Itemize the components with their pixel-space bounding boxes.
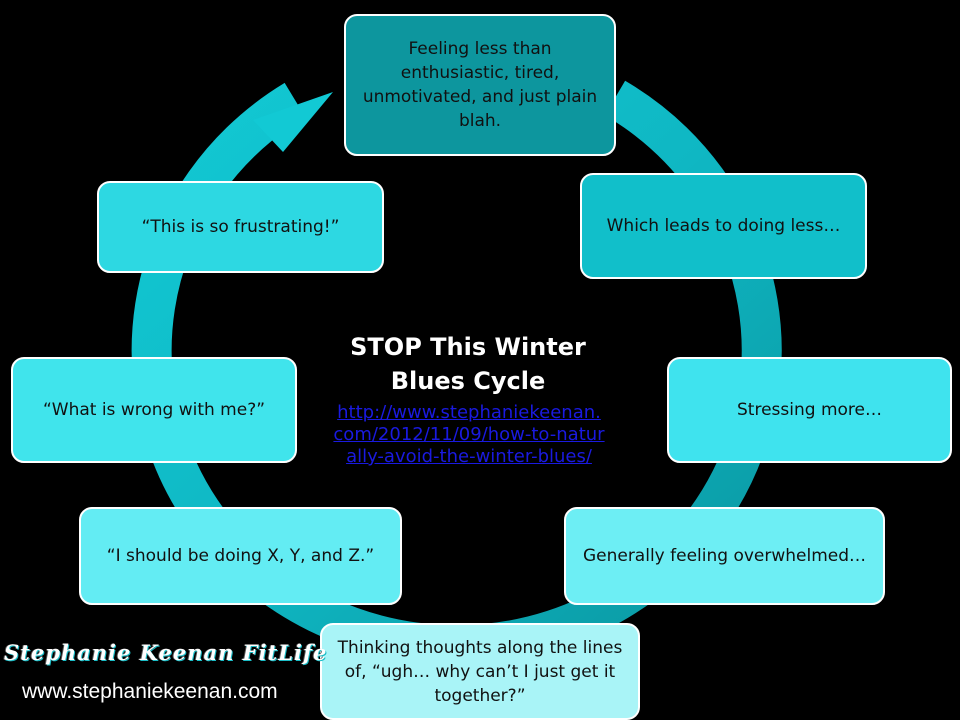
cycle-step-1: Feeling less than enthusiastic, tired, u… [344,14,616,156]
brand-url: www.stephaniekeenan.com [22,680,278,703]
article-link[interactable]: http://www.stephaniekeenan.com/2012/11/0… [333,402,605,467]
cycle-step-7-text: “What is wrong with me?” [42,400,266,420]
cycle-step-5: Thinking thoughts along the lines of, “u… [320,623,640,720]
cycle-step-6-text: “I should be doing X, Y, and Z.” [106,546,375,566]
brand-logo: Stephanie Keenan FitLife [4,640,328,665]
diagram-title: STOP This Winter Blues Cycle [350,333,586,395]
cycle-step-2: Which leads to doing less… [580,173,867,279]
cycle-step-3-text: Stressing more… [737,400,882,420]
cycle-step-5-text: Thinking thoughts along the lines of, “u… [337,637,623,706]
cycle-step-7: “What is wrong with me?” [11,357,297,463]
cycle-step-8-text: “This is so frustrating!” [141,217,340,237]
cycle-step-8: “This is so frustrating!” [97,181,384,273]
cycle-step-4: Generally feeling overwhelmed… [564,507,885,605]
circular-arrow-icon [253,92,333,152]
cycle-step-6: “I should be doing X, Y, and Z.” [79,507,402,605]
cycle-step-1-text: Feeling less than enthusiastic, tired, u… [362,39,598,131]
cycle-step-4-text: Generally feeling overwhelmed… [582,546,867,566]
cycle-step-3: Stressing more… [667,357,952,463]
cycle-step-2-text: Which leads to doing less… [606,216,841,236]
